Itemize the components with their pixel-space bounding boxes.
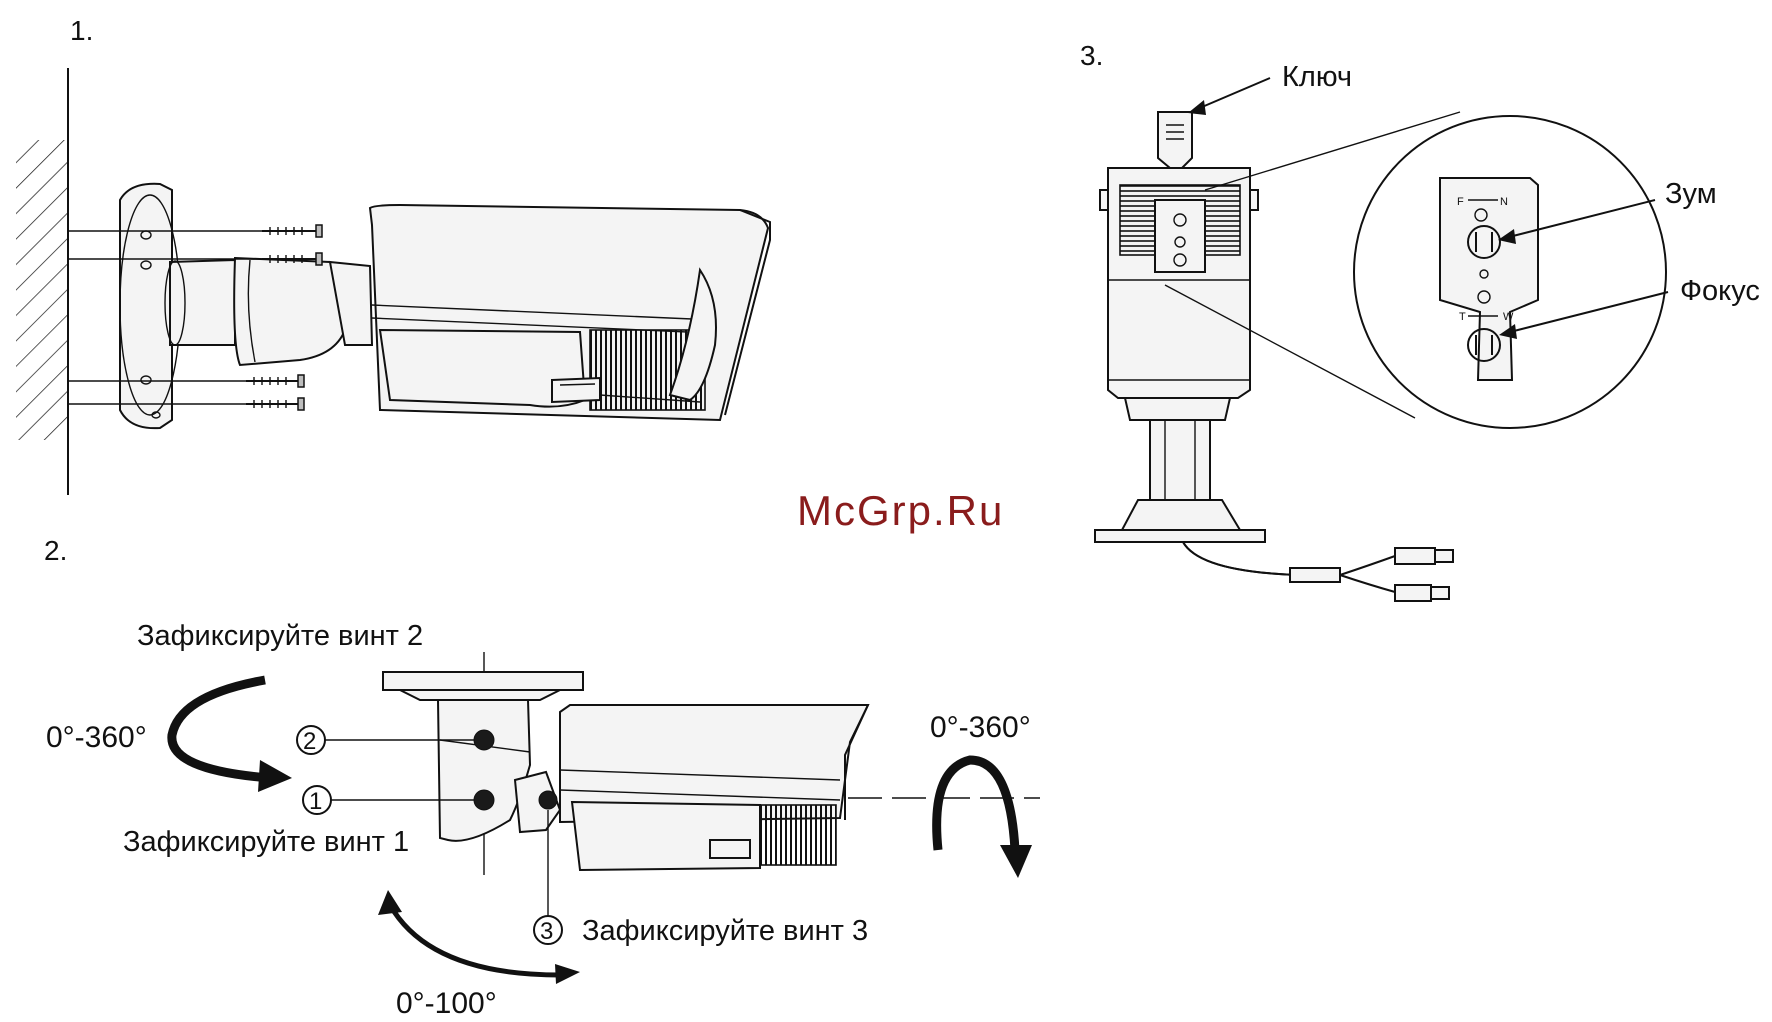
svg-text:T: T	[1459, 311, 1466, 323]
magnified-detail: F N T W	[1354, 116, 1666, 428]
step-1-number: 1.	[70, 15, 93, 46]
magnifier-line-top	[1205, 112, 1460, 190]
step-1-wall-mount: 1.	[16, 15, 770, 495]
wall-hatching	[16, 140, 68, 440]
angle-left-label: 0°-360°	[46, 721, 147, 754]
screw-bottom-2	[246, 398, 304, 410]
svg-text:3: 3	[540, 918, 553, 945]
step-3-number: 3.	[1080, 40, 1103, 71]
camera-cable	[1183, 542, 1453, 601]
camera-body-adjust	[560, 705, 868, 870]
bracket-side	[383, 672, 583, 841]
watermark: McGrp.Ru	[797, 487, 1004, 534]
label-key: Ключ	[1282, 61, 1352, 93]
label-fix-screw-3: Зафиксируйте винт 3	[582, 915, 868, 947]
svg-text:2: 2	[303, 728, 316, 755]
svg-text:1: 1	[309, 788, 322, 815]
svg-text:N: N	[1500, 196, 1508, 208]
step-2-number: 2.	[44, 535, 67, 566]
label-fix-screw-1: Зафиксируйте винт 1	[123, 826, 409, 858]
label-zoom: Зум	[1665, 178, 1717, 210]
angle-bottom-label: 0°-100°	[396, 987, 497, 1020]
rotation-arrow-left	[172, 680, 292, 792]
rotation-arrow-right	[937, 760, 1032, 878]
key-pointer	[1188, 78, 1270, 115]
svg-text:W: W	[1503, 311, 1514, 323]
screw-bottom-1	[246, 375, 304, 387]
camera-front-view	[1095, 168, 1265, 542]
svg-text:F: F	[1457, 196, 1464, 208]
step-2-adjustment: 2. 2	[44, 535, 1040, 1020]
mount-arm	[165, 258, 372, 365]
label-fix-screw-2: Зафиксируйте винт 2	[137, 620, 423, 652]
step-3-zoom-focus: 3. Ключ	[1080, 40, 1760, 601]
angle-right-label: 0°-360°	[930, 711, 1031, 744]
camera-body-side	[370, 205, 770, 420]
screw-top-1	[262, 225, 322, 237]
label-focus: Фокус	[1680, 275, 1760, 307]
